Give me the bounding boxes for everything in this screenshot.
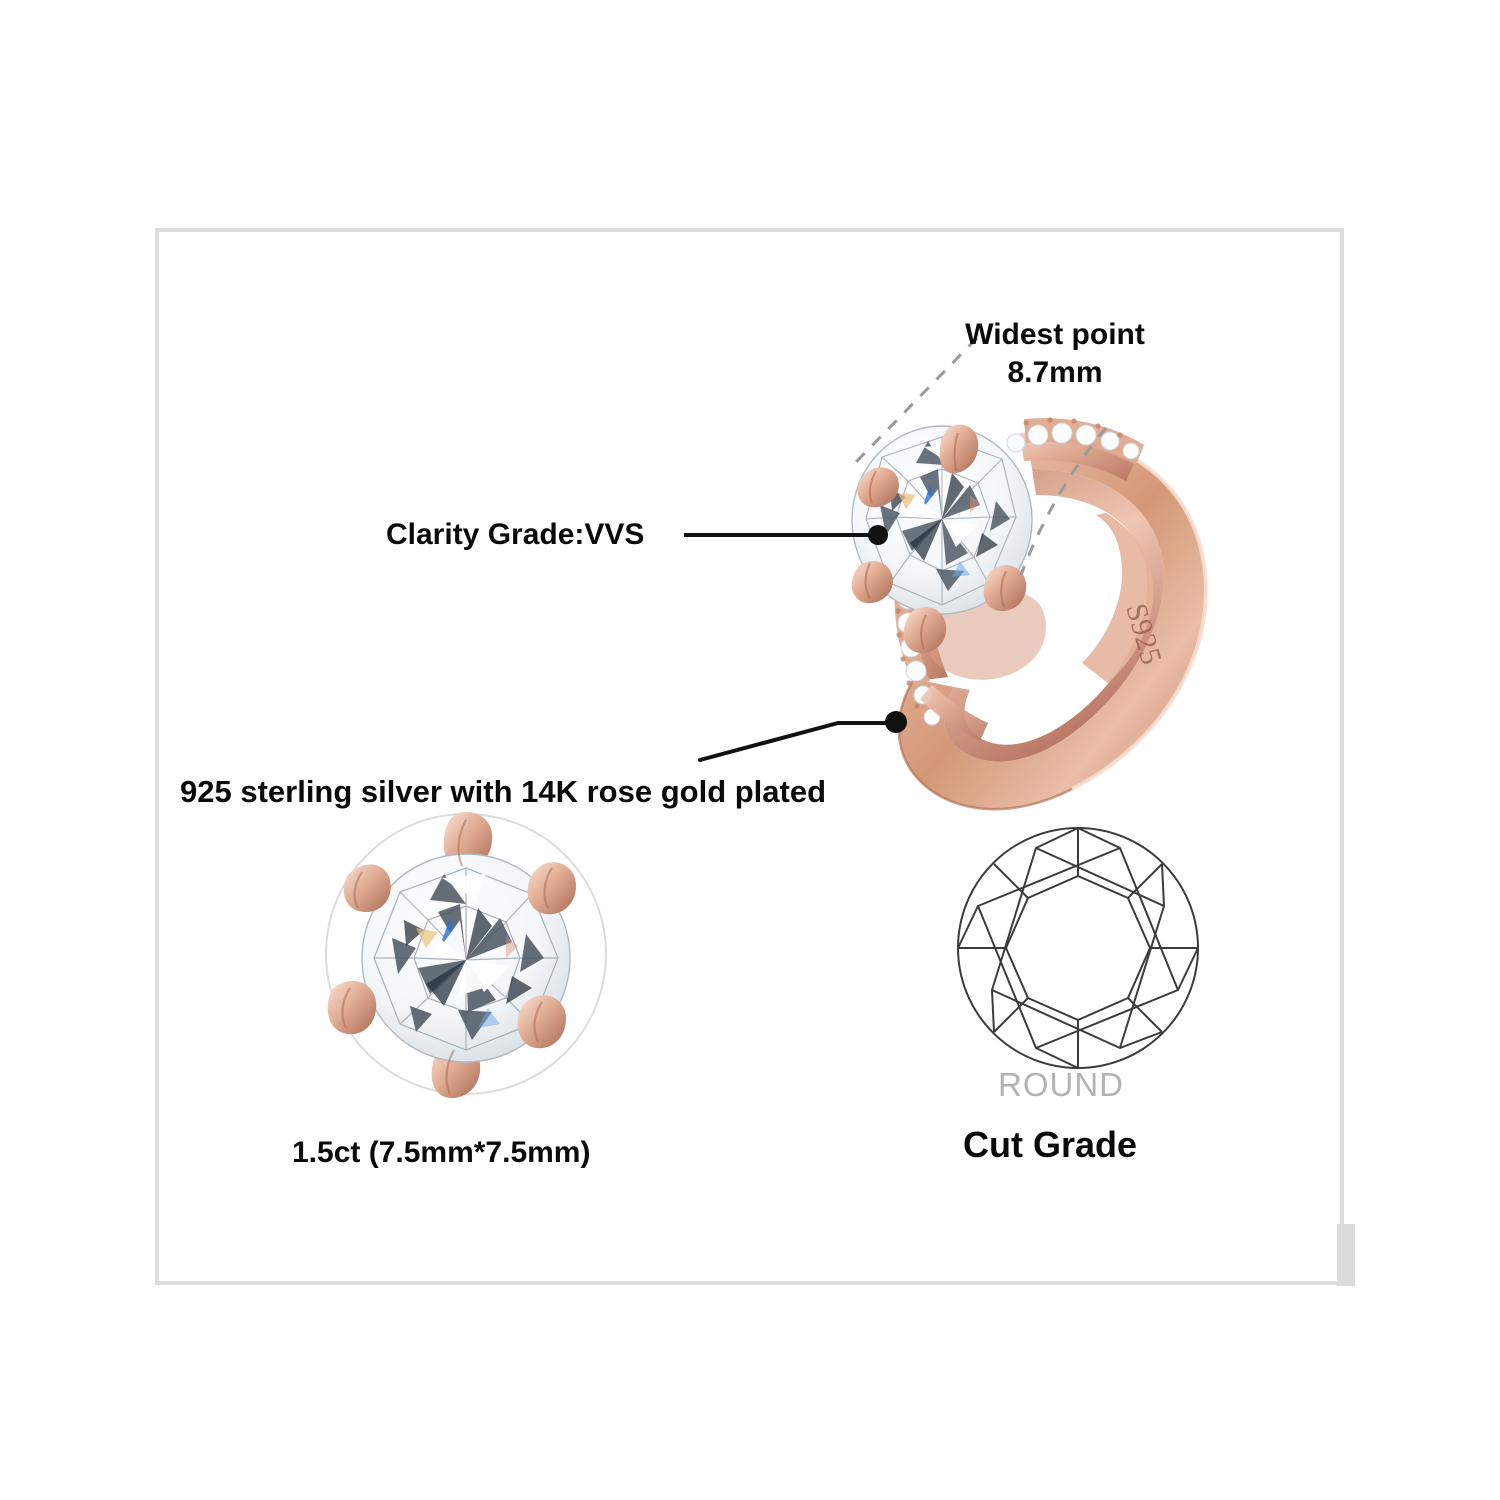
center-diamond xyxy=(852,426,1032,614)
scrollbar-thumb[interactable] xyxy=(1337,1224,1355,1286)
material-label: 925 sterling silver with 14K rose gold p… xyxy=(180,774,827,809)
widest-point-line2: 8.7mm xyxy=(1007,356,1103,390)
widest-point-annotation: Widest point 8.7mm xyxy=(955,316,1155,393)
stone-prongs-front xyxy=(327,819,576,1095)
widest-point-line1: Widest point xyxy=(965,318,1145,351)
cut-grade-title: Cut Grade xyxy=(963,1124,1138,1165)
cut-shape-label: ROUND xyxy=(998,1066,1124,1103)
ring-band xyxy=(898,432,1206,810)
round-cut-diagram xyxy=(957,827,1199,1069)
loose-stone-image xyxy=(325,812,607,1098)
round-brilliant-stone xyxy=(362,854,570,1062)
ring-product-image: S925 xyxy=(851,417,1208,811)
clarity-grade-label: Clarity Grade:VVS xyxy=(386,518,645,551)
star-facets-a xyxy=(991,847,1165,1049)
stone-size-caption: 1.5ct (7.5mm*7.5mm) xyxy=(292,1136,591,1169)
